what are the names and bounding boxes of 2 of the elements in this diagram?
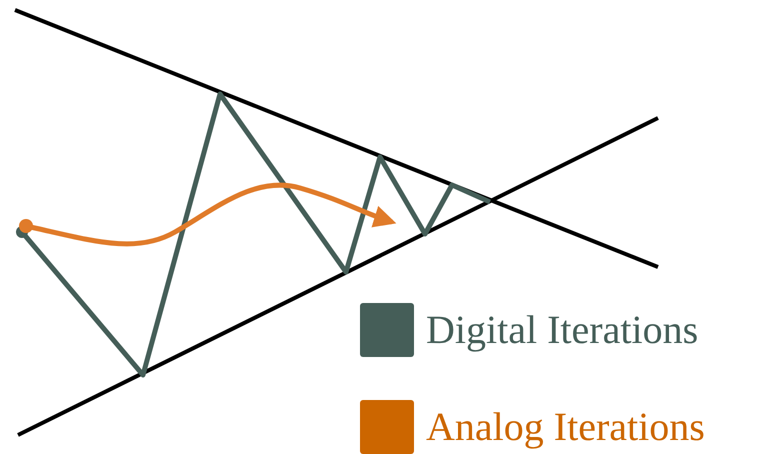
legend-label: Digital Iterations bbox=[426, 307, 698, 353]
legend-label: Analog Iterations bbox=[426, 404, 705, 450]
